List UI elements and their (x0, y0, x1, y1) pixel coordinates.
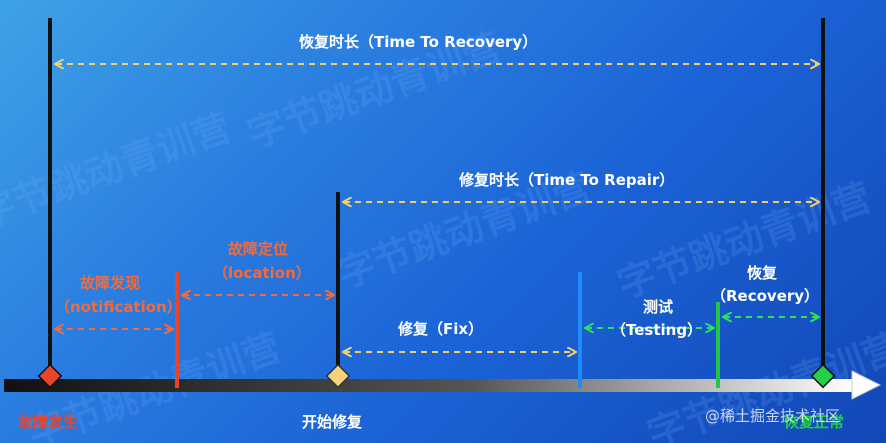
time-to-repair-label: 修复时长（Time To Repair） (459, 171, 675, 189)
time-axis-arrowhead (851, 370, 882, 400)
recovery-label-cn: 恢复 (747, 264, 778, 282)
notification-label-cn: 故障发现 (80, 274, 141, 292)
recovery-label-en: （Recovery） (711, 287, 820, 305)
location-label-en: （location） (213, 264, 311, 282)
time-axis (4, 370, 882, 400)
recovery-complete-diamond (810, 363, 836, 389)
fault-occurs-diamond (37, 363, 63, 389)
fault-occurs-label: 故障发生 (18, 413, 79, 431)
credit-watermark: @稀土掘金技术社区 (705, 407, 841, 425)
notification-label-en: （notification） (55, 298, 182, 316)
time-to-recovery-label: 恢复时长（Time To Recovery） (299, 33, 538, 51)
location-label-cn: 故障定位 (228, 240, 289, 258)
fix-label: 修复（Fix） (398, 320, 484, 338)
start-repair-label: 开始修复 (302, 413, 363, 431)
time-axis-bar (4, 379, 854, 392)
recovery-complete-label: 恢复正常 (784, 413, 845, 431)
testing-label-en: （Testing） (611, 321, 703, 339)
start-repair-diamond (325, 363, 351, 389)
testing-label-cn: 测试 (643, 298, 674, 316)
